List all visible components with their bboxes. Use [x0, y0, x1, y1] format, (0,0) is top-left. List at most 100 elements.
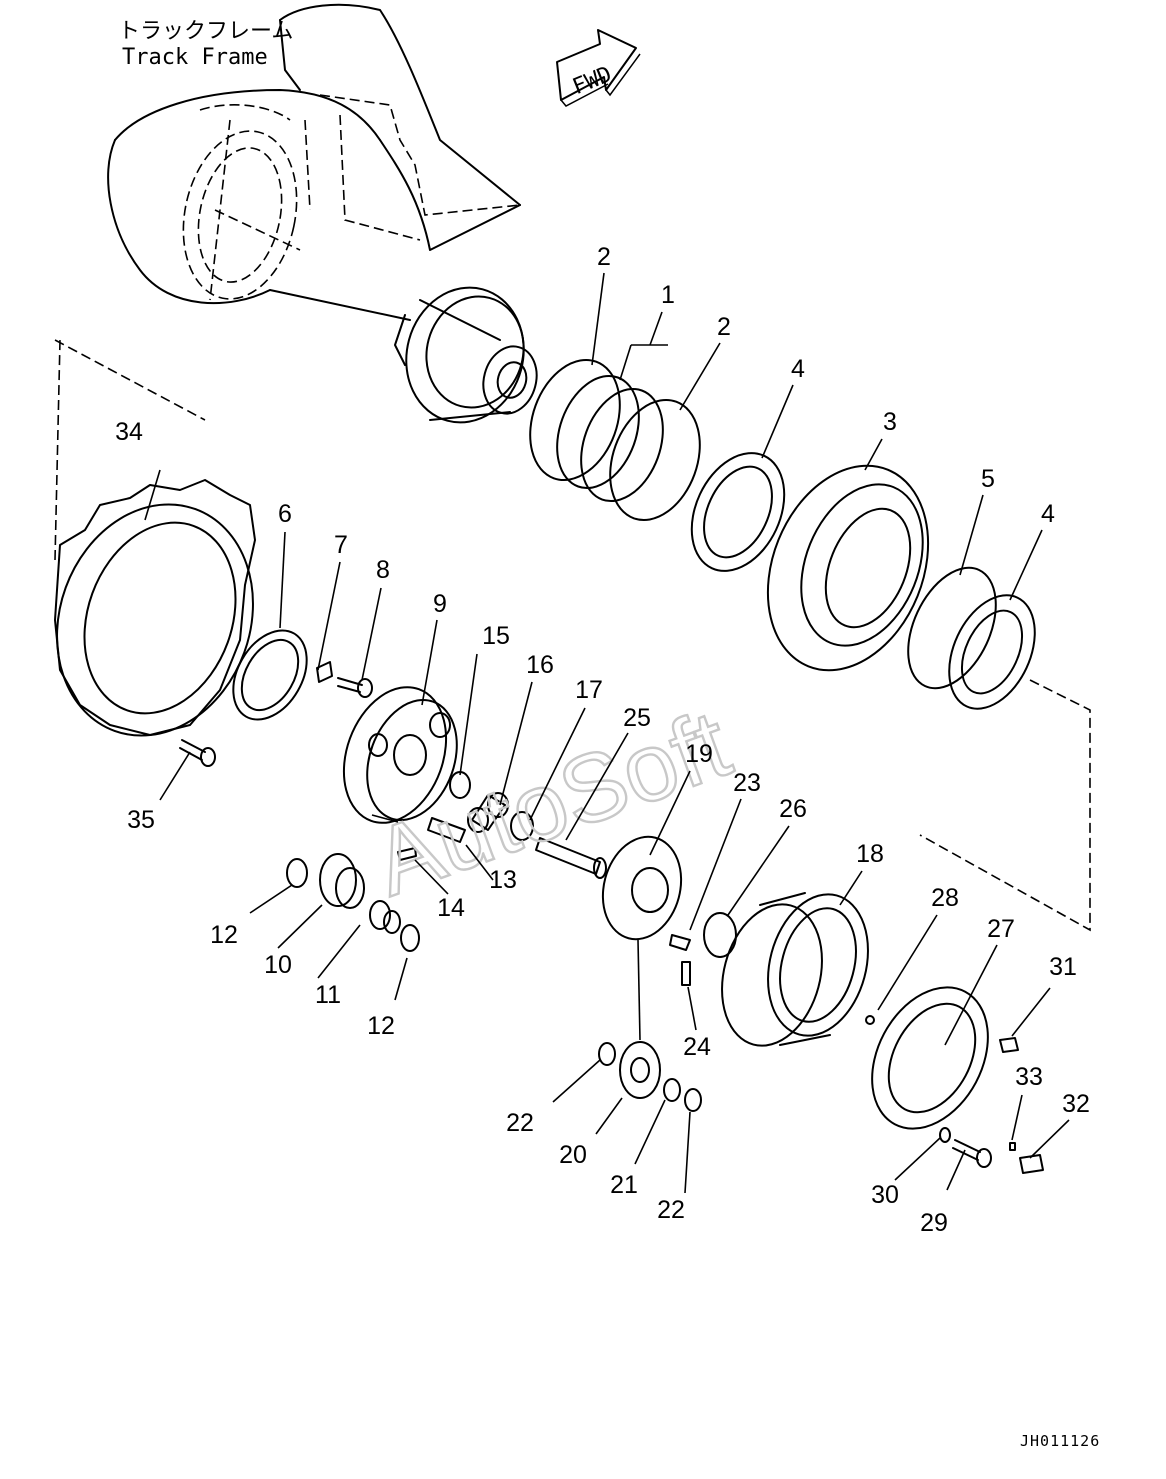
plug-31: [999, 1037, 1019, 1053]
leader-line: [894, 1137, 941, 1181]
ring-gear: [721, 892, 869, 1047]
leader-line: [864, 438, 883, 471]
leader-line: [421, 619, 438, 706]
washer-30: [939, 1127, 951, 1143]
leader-line: [877, 914, 938, 1011]
callout-label: 16: [526, 651, 554, 679]
leader-line: [499, 681, 533, 806]
leader-line: [761, 384, 794, 459]
fwd-arrow-icon: FWD: [556, 29, 641, 107]
callout-label: 10: [264, 951, 292, 979]
leader-line: [1029, 1119, 1070, 1159]
washer-22a: [598, 1042, 616, 1066]
leader-line: [459, 653, 478, 776]
callout-label: 7: [334, 531, 348, 559]
plug-32: [1019, 1154, 1044, 1174]
washer-22b: [684, 1088, 702, 1112]
leader-line: [1011, 1094, 1023, 1141]
leader-line: [371, 814, 399, 823]
washer-12b: [400, 924, 420, 952]
needle-bearing-21: [663, 1078, 681, 1102]
leader-line: [1009, 529, 1043, 601]
callout-label: 8: [376, 556, 390, 584]
leader-line: [465, 844, 494, 881]
leader-line: [317, 924, 361, 979]
cover-27: [871, 986, 989, 1130]
leader-line: [144, 469, 161, 521]
callout-label: 2: [717, 313, 731, 341]
callout-label: 33: [1015, 1063, 1043, 1091]
leader-line: [529, 707, 586, 821]
washer-12a: [286, 858, 308, 888]
needle-bearing-11: [369, 900, 401, 934]
figure-code: JH011126: [1020, 1432, 1100, 1450]
fwd-label: FWD: [569, 62, 615, 100]
watermark: AutoSoft: [360, 690, 743, 916]
planet-carrier-1: [342, 686, 458, 824]
callout-label: 2: [597, 243, 611, 271]
leader-line: [944, 944, 998, 1046]
floating-seal-set: [529, 358, 701, 522]
callout-label: 30: [871, 1181, 899, 1209]
leader-line: [689, 798, 742, 931]
callout-label: 22: [657, 1196, 685, 1224]
leader-line: [637, 939, 641, 1041]
callout-label: 25: [623, 704, 651, 732]
callout-label: 32: [1062, 1090, 1090, 1118]
leader-line: [634, 1099, 666, 1165]
planet-gear-10: [319, 853, 365, 909]
callout-label: 14: [437, 894, 465, 922]
leader-line: [684, 1111, 691, 1194]
lock-plate: [316, 661, 333, 683]
callout-label: 22: [506, 1109, 534, 1137]
bearing-upper: [690, 452, 786, 572]
leader-line: [619, 344, 632, 381]
frame-label-jp: トラックフレーム: [118, 19, 293, 44]
callout-label: 34: [115, 418, 143, 446]
sun-gear-1: [467, 792, 509, 833]
callout-label: 12: [367, 1012, 395, 1040]
snap-ring-and-bearing: [907, 566, 1036, 710]
reference-frame-right: [919, 679, 1091, 932]
leader-line: [959, 494, 984, 576]
callout-label: 15: [482, 622, 510, 650]
callout-label: 31: [1049, 953, 1077, 981]
callout-label: 9: [433, 590, 447, 618]
leader-line: [649, 770, 691, 856]
callout-label: 24: [683, 1033, 711, 1061]
planet-gear-20: [619, 1041, 661, 1099]
o-ring-33: [1009, 1142, 1016, 1151]
o-ring-17: [510, 811, 534, 841]
track-frame: [107, 3, 521, 321]
leader-line: [679, 342, 721, 411]
callout-label: 28: [931, 884, 959, 912]
pin-24: [681, 961, 691, 986]
leader-line: [1011, 987, 1051, 1037]
ball-28: [865, 1015, 875, 1025]
pin-14: [397, 847, 417, 861]
callout-label: 1: [661, 281, 675, 309]
callout-label: 17: [575, 676, 603, 704]
callout-label: 6: [278, 500, 292, 528]
callout-label: 12: [210, 921, 238, 949]
leader-line: [565, 732, 629, 841]
leader-line: [279, 531, 286, 629]
bolt-8: [337, 677, 373, 698]
leader-line: [159, 751, 191, 801]
callout-label: 27: [987, 915, 1015, 943]
shaft-13: [427, 817, 466, 843]
leader-line: [595, 1097, 623, 1135]
callout-label: 19: [685, 740, 713, 768]
sprocket: [54, 339, 256, 737]
callout-label: 11: [315, 981, 341, 1009]
callout-label: 5: [981, 465, 995, 493]
drive-shaft: [535, 837, 607, 879]
leader-line: [361, 587, 382, 681]
final-drive-case: [394, 286, 538, 424]
leader-lines: [144, 272, 1070, 1194]
callout-label: 13: [489, 866, 517, 894]
bolt-29: [952, 1139, 992, 1168]
leader-line: [649, 311, 663, 346]
leader-line: [727, 825, 790, 916]
leader-line: [839, 870, 863, 906]
